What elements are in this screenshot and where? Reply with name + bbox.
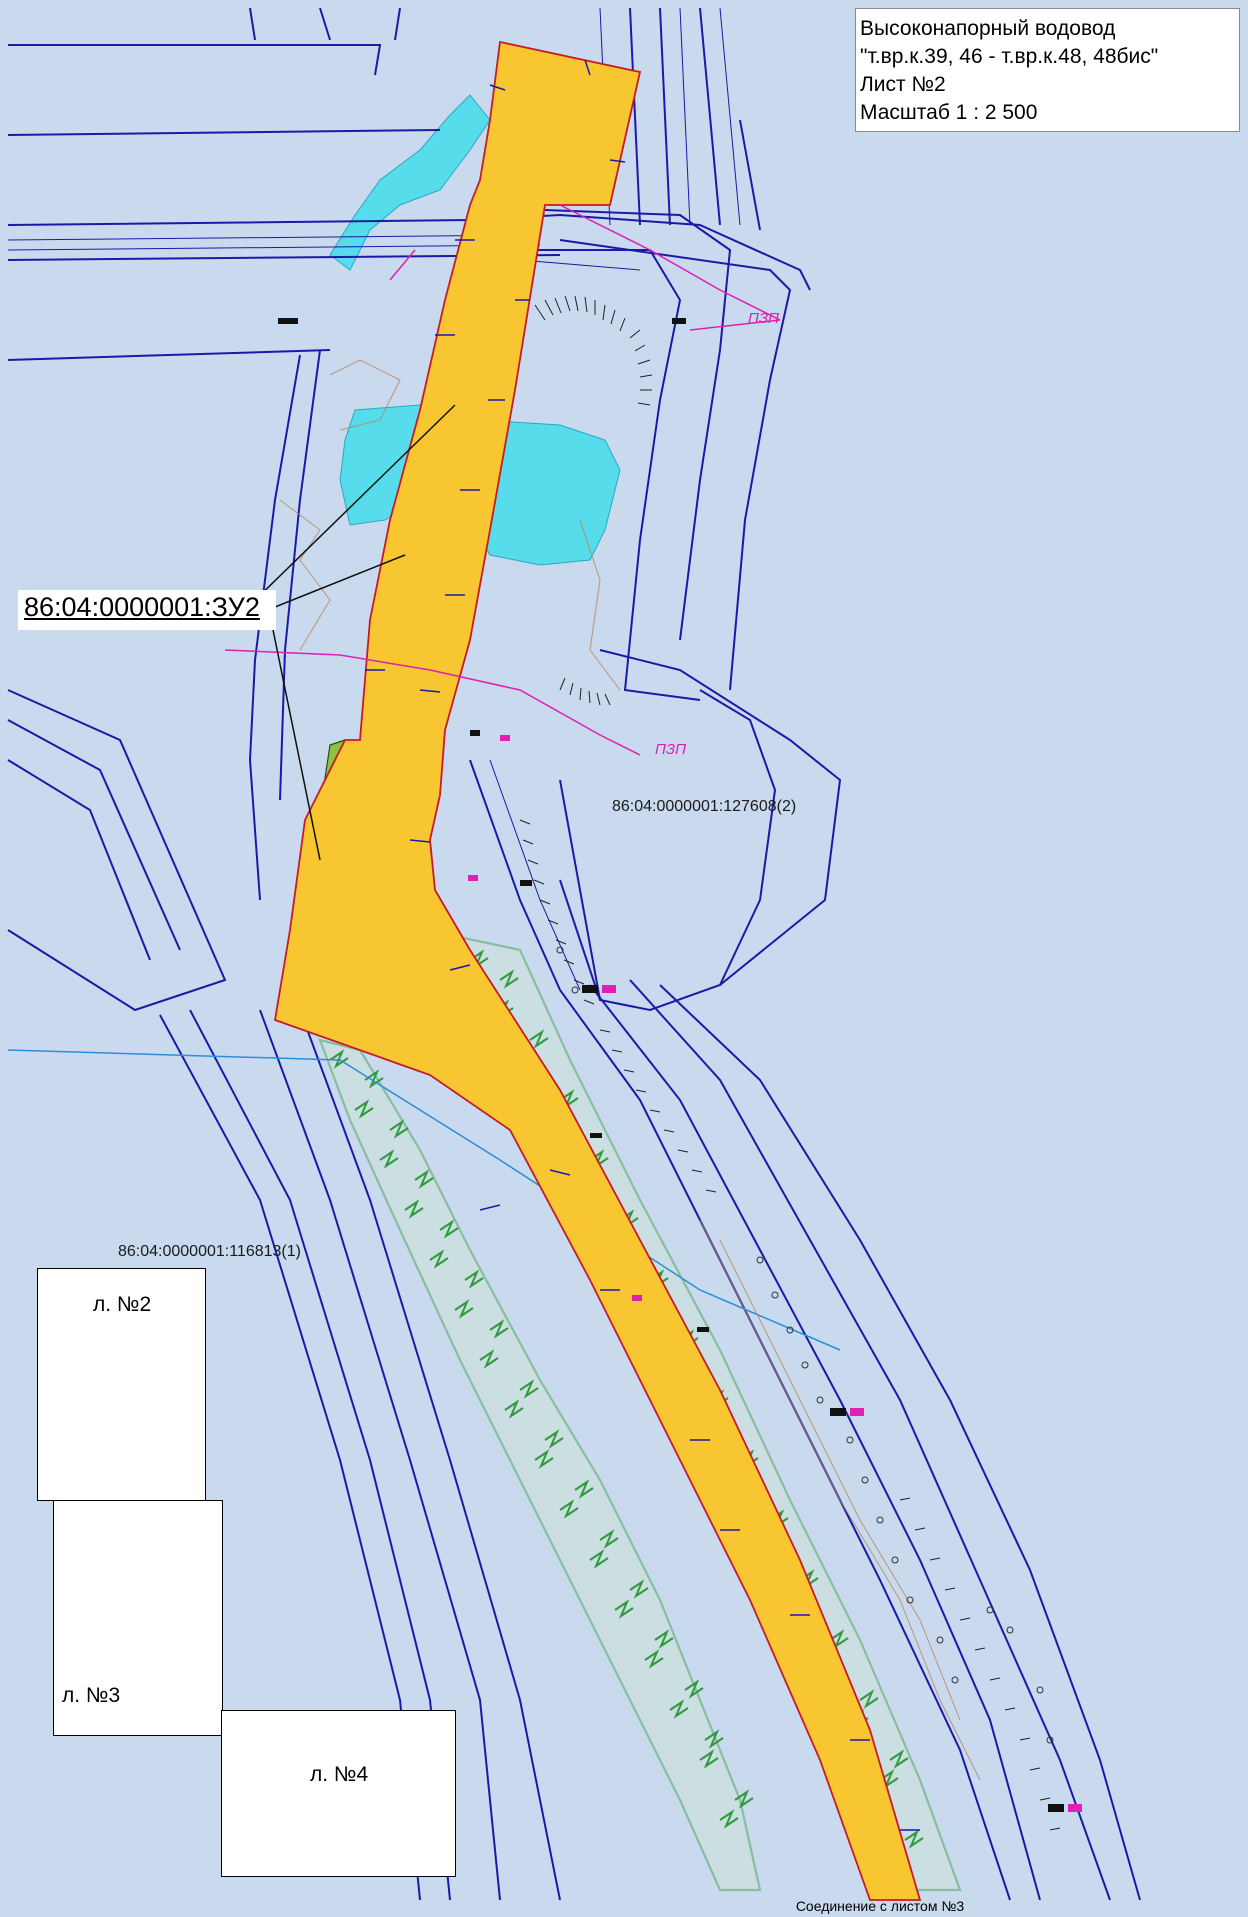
inset-label-sheet-2: л. №2 (93, 1293, 152, 1316)
pipeline-corridor (273, 40, 922, 1901)
parcel-label-127608: 86:04:0000001:127608(2) (612, 798, 797, 815)
inset-sheet-4 (221, 1710, 456, 1877)
pzp-label-2: ПЗП (655, 741, 686, 758)
title-line-3: Лист №2 (860, 73, 946, 96)
zu-label: 86:04:0000001:ЗУ2 (24, 592, 260, 622)
pzp-boundary (224, 204, 781, 756)
parcel-label-116813: 86:04:0000001:116813(1) (118, 1243, 301, 1260)
title-line-4: Масштаб 1 : 2 500 (860, 101, 1038, 124)
zu-leader-lines (244, 404, 456, 861)
sheet-connection-label: Соединение с листом №3 (795, 1898, 965, 1914)
water-body-north (329, 94, 491, 271)
pzp-label-1: ПЗП (748, 310, 779, 327)
hydro-line (7, 1049, 841, 1351)
map-title-box: Высоконапорный водовод "т.вр.к.39, 46 - … (855, 8, 1240, 132)
survey-points (556, 946, 1054, 1744)
inset-label-sheet-3: л. №3 (62, 1684, 121, 1707)
map-symbols (278, 318, 1082, 1812)
contour-lines (279, 359, 981, 1781)
slope-hachures (519, 295, 1061, 1831)
zu-label-box: 86:04:0000001:ЗУ2 (18, 590, 276, 630)
inset-sheet-2 (37, 1268, 206, 1501)
title-line-1: Высоконапорный водовод (860, 17, 1116, 40)
title-line-2: "т.вр.к.39, 46 - т.вр.к.48, 48бис" (860, 45, 1159, 68)
inset-sheet-3 (53, 1500, 223, 1736)
corridor-ticks (365, 59, 920, 1831)
inset-label-sheet-4: л. №4 (310, 1763, 369, 1786)
